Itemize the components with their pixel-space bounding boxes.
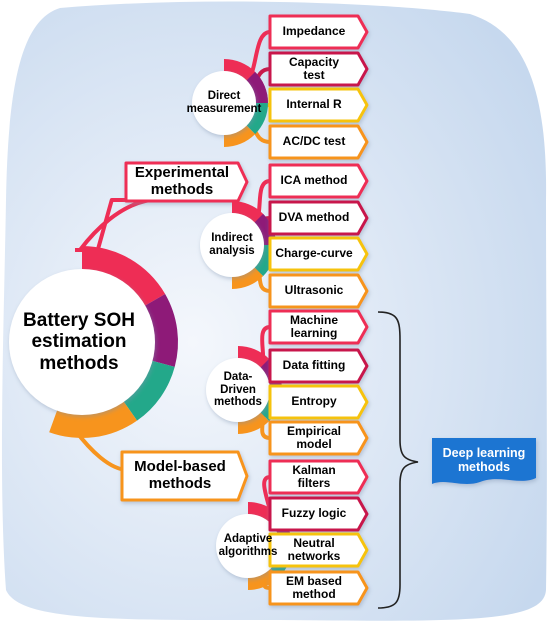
data-driven-leaf-tag-4: [268, 420, 369, 456]
center-ring-purple: [142, 294, 179, 367]
data-driven-leaf-label-2: Data fitting: [282, 358, 346, 373]
direct-leaf-label-2: Capacity test: [288, 54, 340, 82]
direct-leaf-tag-3: [268, 87, 369, 123]
adaptive-leaf-tag-1: [268, 459, 369, 495]
indirect-leaf-tag-4: [268, 273, 369, 309]
direct-leaf-label-4: AC/DC test: [282, 134, 346, 149]
adaptive-leaf-tag-2: [268, 496, 369, 532]
adaptive-leaf-label-3: Neutral networks: [287, 535, 341, 563]
center-title: Battery SOH estimation methods: [23, 310, 135, 374]
indirect-ring-orange: [232, 266, 264, 289]
experimental-tag: [124, 161, 249, 203]
indirect-leaf-label-3: Charge-curve: [275, 246, 353, 261]
center-ring-red: [82, 246, 166, 307]
center-ring-teal: [122, 360, 175, 421]
adaptive-leaf-label-2: Fuzzy logic: [281, 506, 347, 521]
adaptive-hub-label: Adaptive algorithms: [218, 533, 278, 558]
direct-leaf-tag-2: [268, 51, 369, 87]
direct-leaf-tag-1: [268, 14, 369, 50]
indirect-hub-label: Indirect analysis: [209, 232, 255, 257]
adaptive-leaf-label-4: EM based method: [285, 573, 342, 601]
adaptive-leaf-tag-3: [268, 532, 369, 568]
model-based-tag: [120, 450, 249, 502]
data-driven-ring-orange: [238, 411, 270, 434]
direct-leaf-label-1: Impedance: [282, 24, 346, 39]
indirect-leaf-tag-3: [268, 236, 369, 272]
direct-leaf-tag-4: [268, 124, 369, 160]
indirect-leaf-label-4: Ultrasonic: [284, 283, 344, 298]
indirect-leaf-label-2: DVA method: [278, 210, 350, 225]
center-ring-orange: [49, 399, 138, 438]
indirect-hub-circle: [200, 213, 264, 277]
data-driven-leaf-tag-2: [268, 348, 369, 384]
data-driven-hub-circle: [206, 358, 270, 422]
direct-hub-label: Direct measurement: [186, 90, 262, 115]
deep-learning-brace: [377, 311, 419, 609]
direct-ring-teal: [245, 103, 268, 135]
experimental-label: Experimental methods: [134, 164, 230, 198]
direct-leaf-label-3: Internal R: [286, 97, 342, 112]
direct-ring-purple: [245, 71, 268, 103]
indirect-leaf-tag-1: [268, 163, 369, 199]
data-driven-hub-label: Data- Driven methods: [214, 370, 262, 409]
deep-learning-label: Deep learning methods: [442, 446, 526, 474]
direct-ring-orange: [224, 124, 256, 147]
adaptive-hub-circle: [216, 514, 280, 578]
data-driven-leaf-label-4: Empirical model: [286, 423, 342, 451]
indirect-leaf-label-1: ICA method: [280, 173, 348, 188]
center-circle: [9, 269, 155, 415]
model-based-label: Model-based methods: [134, 458, 226, 492]
indirect-leaf-tag-2: [268, 200, 369, 236]
data-driven-leaf-label-3: Entropy: [291, 394, 337, 409]
data-driven-leaf-tag-3: [268, 384, 369, 420]
direct-hub-circle: [192, 71, 256, 135]
data-driven-leaf-label-1: Machine learning: [289, 312, 338, 340]
deep-learning-box: [432, 438, 536, 484]
adaptive-leaf-tag-4: [268, 570, 369, 606]
adaptive-leaf-label-1: Kalman filters: [292, 462, 336, 490]
data-driven-leaf-tag-1: [268, 309, 369, 345]
